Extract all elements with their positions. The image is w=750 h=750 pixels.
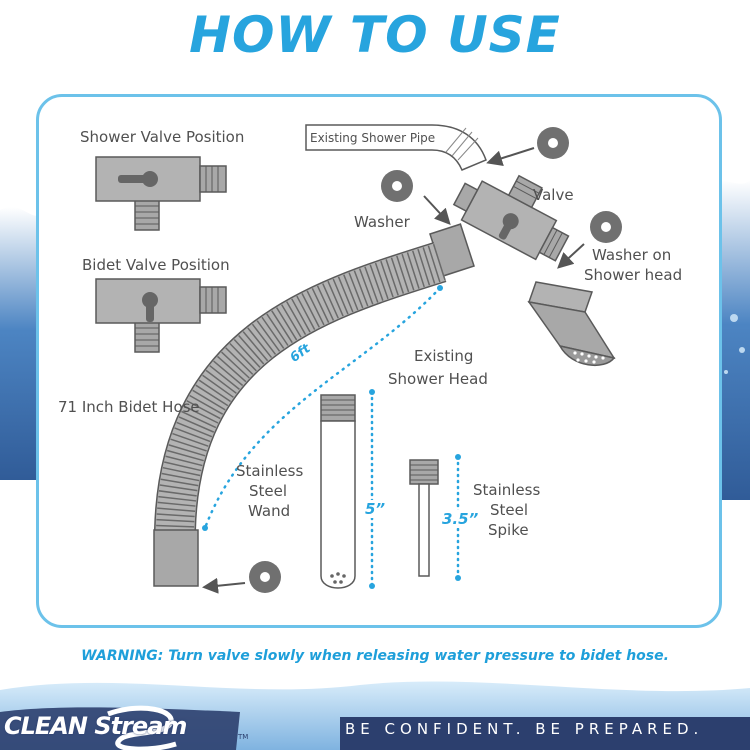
spike-label-line2: Steel	[490, 501, 529, 519]
warning-text: Turn valve slowly when releasing water p…	[163, 648, 669, 664]
washer-top-right	[537, 127, 569, 159]
arrow-washer-to-hose	[202, 577, 246, 594]
spike-length-label: 3.5”	[441, 510, 480, 528]
arrow-to-pipe	[486, 147, 535, 166]
spike-label-line3: Spike	[488, 521, 529, 539]
arrow-washer-to-head	[557, 243, 585, 269]
shower-valve-position-diagram	[95, 156, 227, 231]
spike-label-line1: Stainless	[473, 481, 541, 499]
bidet-valve-position-label: Bidet Valve Position	[82, 256, 230, 274]
hose-bottom-connector	[153, 529, 199, 587]
wand-label-line3: Wand	[248, 502, 291, 520]
bidet-hose	[154, 241, 447, 531]
hose-length-arrow	[203, 286, 442, 530]
bidet-valve-position-diagram	[95, 278, 227, 353]
existing-shower-head-label-line1: Existing	[414, 347, 474, 365]
cleanstream-logo-shape	[0, 705, 240, 750]
wand-length-label: 5”	[364, 500, 387, 518]
washer-left	[381, 170, 413, 202]
warning-message: WARNING: Turn valve slowly when releasin…	[0, 648, 750, 664]
valve-label: Valve	[533, 186, 574, 204]
stainless-steel-wand	[320, 394, 356, 589]
existing-shower-pipe	[305, 124, 487, 171]
arrow-washer-to-valve	[423, 195, 451, 225]
tagline: BE CONFIDENT. BE PREPARED.	[345, 720, 704, 738]
page-title: HOW TO USE	[189, 6, 561, 64]
trademark-symbol: TM	[238, 733, 249, 741]
existing-shower-pipe-label: Existing Shower Pipe	[310, 131, 436, 145]
wand-label-line1: Stainless	[236, 462, 304, 480]
washer-bottom	[249, 561, 281, 593]
valve-assembly	[452, 174, 570, 262]
existing-shower-head-label-line2: Shower Head	[388, 370, 488, 388]
washer-on-shower-head-label-line2: Shower head	[584, 266, 683, 284]
washer-label: Washer	[354, 213, 410, 231]
shower-head	[527, 281, 616, 366]
warning-prefix: WARNING:	[81, 648, 164, 664]
bidet-hose-label: 71 Inch Bidet Hose	[58, 398, 200, 416]
wand-label-line2: Steel	[249, 482, 288, 500]
stainless-steel-spike	[409, 459, 439, 577]
washer-on-shower-head-label-line1: Washer on	[592, 246, 672, 264]
tagline-bar	[340, 717, 750, 750]
washer-shower-head	[590, 211, 622, 243]
shower-valve-position-label: Shower Valve Position	[80, 128, 245, 146]
brand-logo: CLEAN Stream	[4, 712, 187, 740]
